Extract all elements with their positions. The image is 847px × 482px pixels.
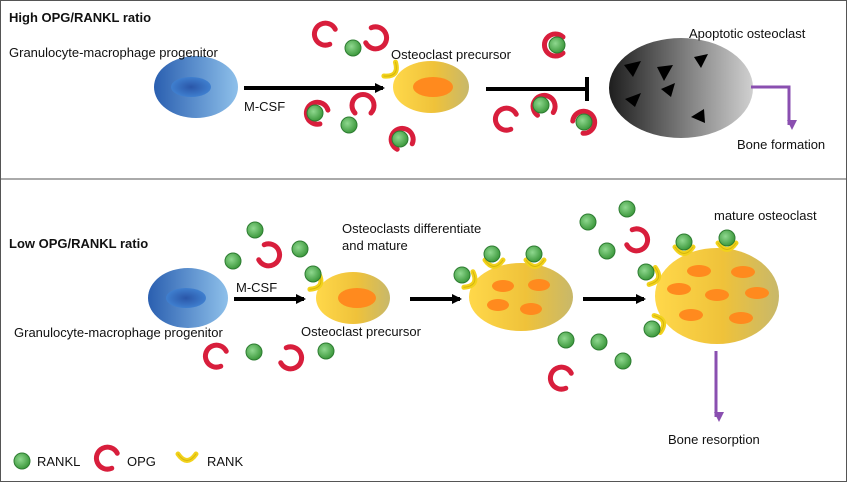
low-precursor-label: Osteoclast precursor — [301, 324, 421, 339]
low-progenitor-label: Granulocyte-macrophage progenitor — [14, 325, 223, 340]
low-precursor-cell — [304, 265, 390, 324]
opg-crescent-icon — [93, 444, 118, 471]
high-progenitor-cell — [154, 56, 238, 118]
differentiate-label-line2: and mature — [342, 238, 408, 253]
high-panel-title: High OPG/RANKL ratio — [9, 10, 152, 25]
legend-opg-label: OPG — [127, 454, 156, 469]
bone-formation-arrow — [751, 85, 797, 130]
rankl-circle-icon — [13, 452, 31, 470]
high-inhibition-arrow — [486, 77, 589, 101]
high-precursor-label: Osteoclast precursor — [391, 47, 511, 62]
low-panel-title: Low OPG/RANKL ratio — [9, 236, 149, 251]
legend-rankl-label: RANKL — [37, 454, 81, 469]
bone-formation-label: Bone formation — [737, 137, 826, 152]
low-mcsf-label: M-CSF — [236, 280, 278, 295]
differentiate-label-line1: Osteoclasts differentiate — [342, 221, 482, 236]
apoptotic-osteoclast-cell — [609, 38, 753, 138]
low-progenitor-cell — [148, 268, 228, 328]
high-progenitor-label: Granulocyte-macrophage progenitor — [9, 45, 218, 60]
mature-osteoclast-cell — [637, 229, 779, 344]
bone-resorption-label: Bone resorption — [668, 432, 760, 447]
mature-osteoclast-label: mature osteoclast — [714, 208, 817, 223]
legend-rank-label: RANK — [207, 454, 244, 469]
apoptotic-osteoclast-label: Apoptotic osteoclast — [689, 26, 806, 41]
high-mcsf-label: M-CSF — [244, 99, 286, 114]
rank-receptor-icon — [178, 454, 196, 461]
differentiating-osteoclast-cell — [453, 245, 573, 331]
high-precursor-cell — [384, 61, 469, 113]
